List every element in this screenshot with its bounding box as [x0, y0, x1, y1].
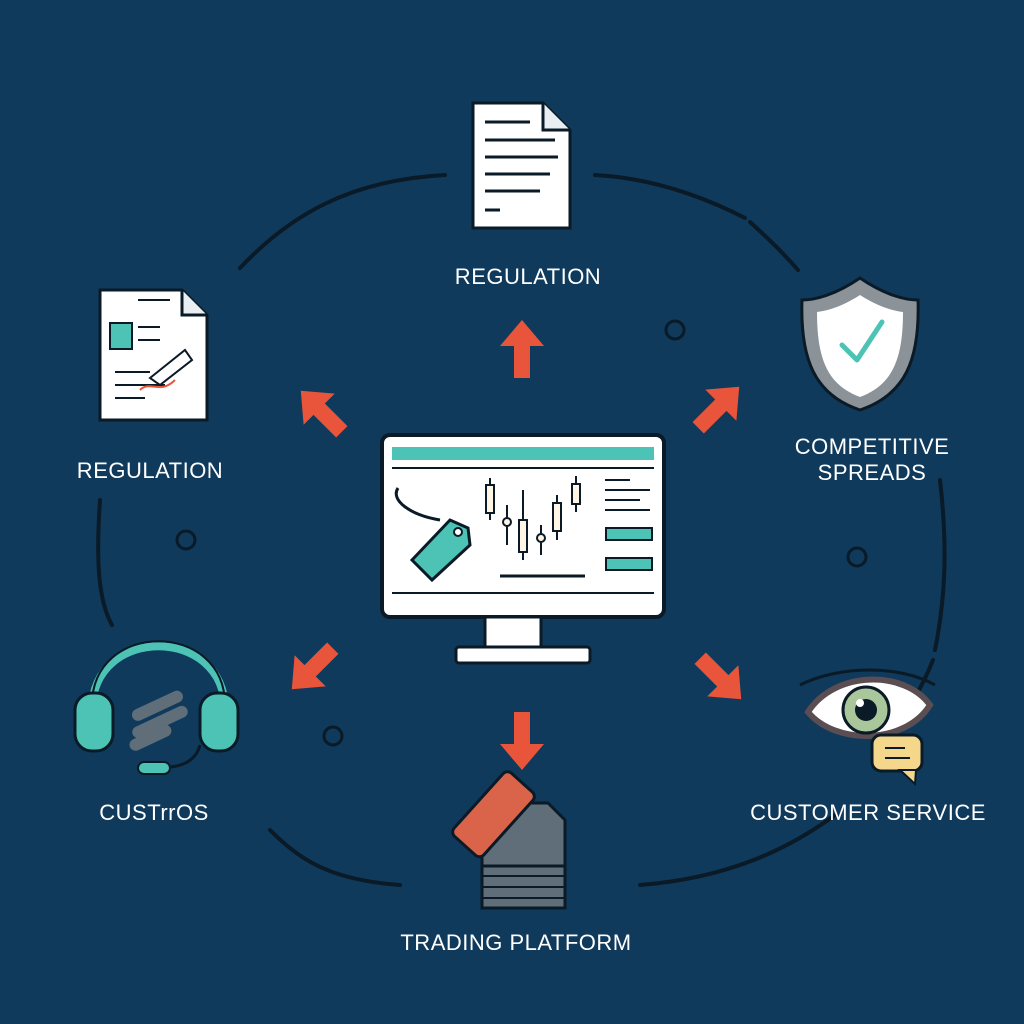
label-regulation-left: REGULATION — [76, 458, 224, 483]
arrow-up-left — [300, 390, 348, 438]
signed-document-icon — [98, 288, 209, 422]
outer-ring — [96, 173, 947, 887]
document-icon — [471, 101, 572, 230]
decorative-dots — [175, 319, 868, 747]
arrows — [291, 320, 742, 770]
arrow-up — [500, 320, 544, 378]
label-trading-platform: TRADING PLATFORM — [400, 930, 632, 955]
shield-check-icon — [800, 276, 920, 412]
label-regulation-top: REGULATION — [454, 264, 602, 289]
stamp-icon — [451, 770, 567, 910]
eye-chat-icon — [799, 668, 936, 787]
headset-icon — [73, 640, 240, 775]
label-customer-service: CUSTOMER SERVICE — [750, 800, 986, 825]
label-customers: CUSTrrOS — [99, 800, 209, 825]
arrow-down-left — [291, 642, 339, 690]
arrow-down — [500, 712, 544, 770]
label-spreads: SPREADS — [817, 460, 927, 485]
label-competitive: COMPETITIVE — [794, 434, 950, 459]
arrow-down-right — [694, 652, 742, 700]
monitor-chart-icon — [380, 433, 666, 665]
arrow-up-right — [692, 386, 740, 434]
